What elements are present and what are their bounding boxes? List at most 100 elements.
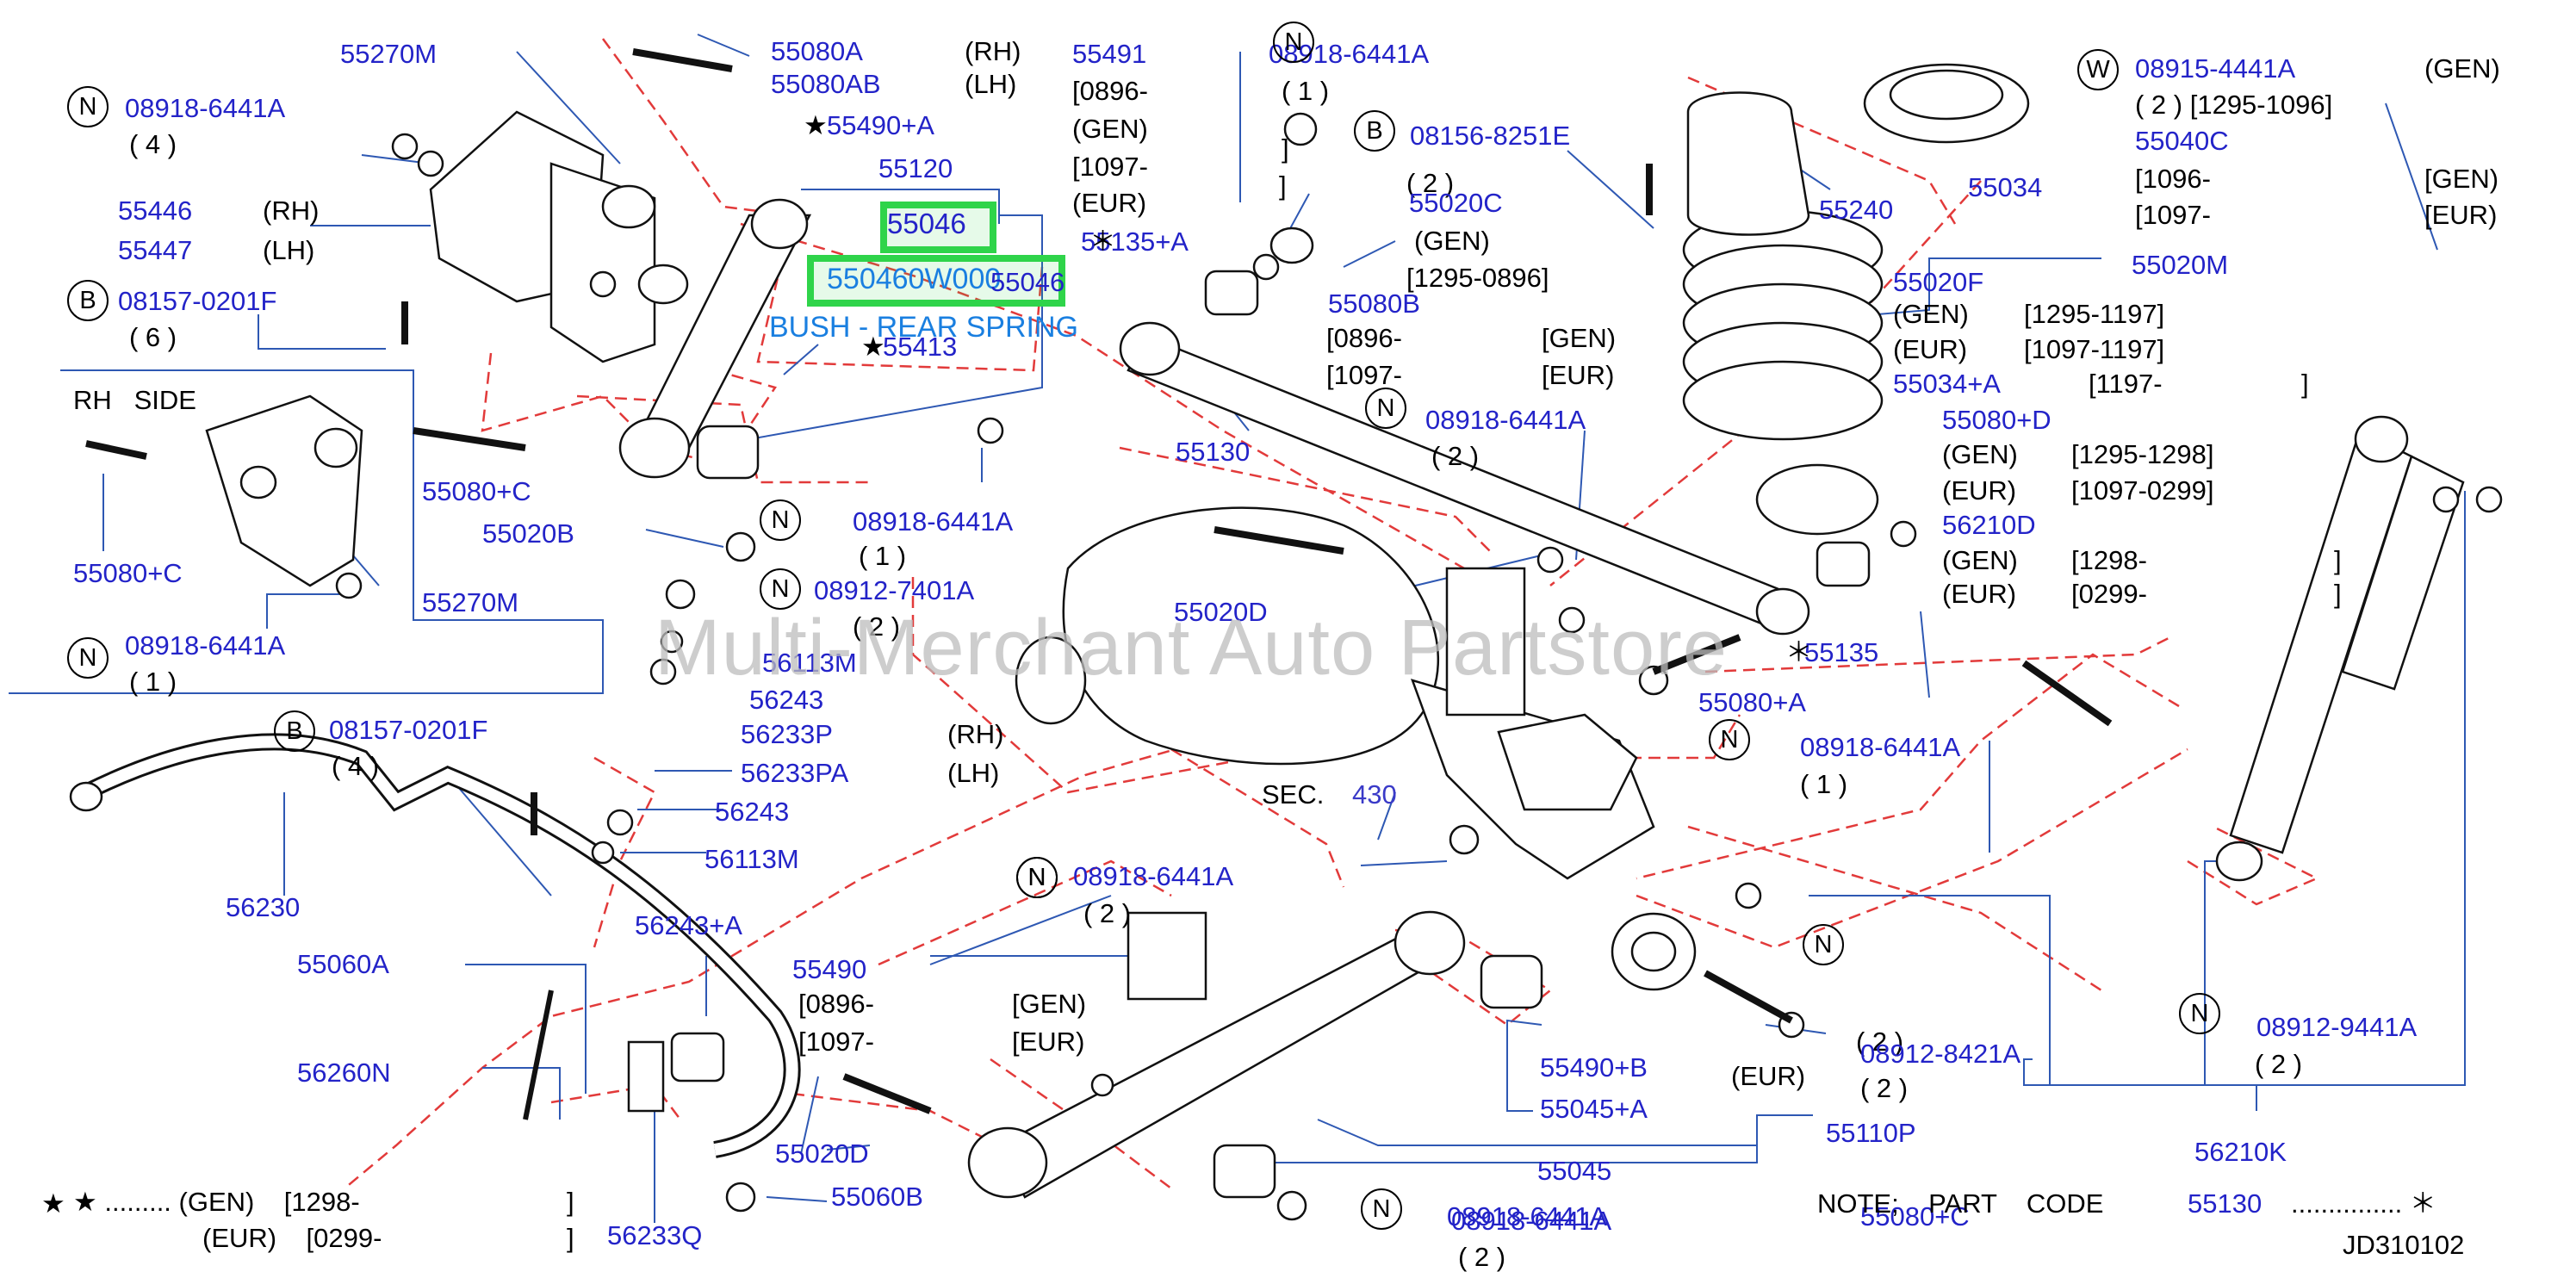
spec-text: ]: [1279, 171, 1287, 201]
spec-text: (GEN): [2424, 53, 2500, 84]
spec-text: ( 2 ): [1860, 1073, 1909, 1103]
part-number-label[interactable]: 55446: [118, 195, 193, 226]
part-number-label[interactable]: 55080+D: [1942, 405, 2051, 435]
popup-part-number[interactable]: 550460W000: [827, 263, 1002, 295]
spec-text: [1295-1197]: [2024, 299, 2165, 329]
part-number-label[interactable]: 55045+A: [1540, 1094, 1648, 1124]
part-number-label[interactable]: 55080B: [1328, 288, 1420, 319]
spec-text: ( 4 ): [332, 751, 380, 781]
spec-text: (EUR) [0299-: [202, 1223, 382, 1253]
part-number-label[interactable]: 55413: [883, 332, 958, 362]
spec-text: [GEN): [1012, 989, 1087, 1019]
part-number-label[interactable]: 55270M: [340, 39, 438, 69]
part-number-label[interactable]: 55240: [1819, 195, 1894, 225]
spec-text: [EUR): [1012, 1027, 1085, 1057]
part-number-label[interactable]: 56230: [226, 892, 301, 922]
part-number-label[interactable]: 08157-0201F: [329, 715, 488, 745]
part-number-label[interactable]: 08918-6441A: [125, 630, 286, 661]
part-number-label[interactable]: 55135: [1804, 637, 1879, 667]
spec-text: ★: [41, 1188, 65, 1219]
part-number-label[interactable]: 56113M: [762, 648, 857, 678]
part-number-label[interactable]: 56243: [749, 685, 824, 715]
popup-part-highlight[interactable]: [807, 255, 1065, 307]
part-number-label[interactable]: 56210K: [2194, 1137, 2287, 1167]
part-number-label[interactable]: 08915-4441A: [2135, 53, 2296, 84]
part-number-label[interactable]: 55130: [1176, 437, 1251, 467]
part-number-label[interactable]: 08156-8251E: [1410, 121, 1571, 151]
selected-part-highlight[interactable]: [880, 202, 996, 253]
part-number-label[interactable]: 55447: [118, 235, 193, 265]
part-number-label[interactable]: 55034: [1968, 172, 2043, 202]
part-number-label[interactable]: 56233Q: [607, 1220, 703, 1250]
part-number-label[interactable]: 08157-0201F: [118, 286, 277, 316]
spec-text: [1097-: [2135, 200, 2211, 230]
part-number-label[interactable]: 56113M: [705, 844, 799, 874]
spec-text: (GEN): [1072, 114, 1148, 144]
part-number-label[interactable]: 08912-9441A: [2256, 1012, 2418, 1042]
spec-letter-circle: N: [1361, 1188, 1402, 1230]
spec-text: [1096-: [2135, 164, 2211, 194]
spec-text: [0896-: [1326, 323, 1402, 353]
part-number-label[interactable]: 08918-6441A: [1800, 732, 1961, 762]
part-number-label[interactable]: 08918-6441A: [1073, 861, 1234, 891]
part-number-label[interactable]: 55045: [1537, 1156, 1612, 1186]
part-number-label[interactable]: 55060B: [831, 1182, 923, 1212]
part-number-label[interactable]: 55020F: [1893, 267, 1984, 297]
part-number-label[interactable]: 56243: [715, 797, 790, 827]
part-number-label[interactable]: 08918-6441A: [1451, 1206, 1612, 1236]
part-number-label[interactable]: 55120: [878, 153, 953, 183]
spec-text: [1097-: [1072, 152, 1148, 182]
spec-text: ( 6 ): [129, 322, 177, 352]
part-number-label[interactable]: 55020M: [2132, 250, 2229, 280]
component-drawings: [69, 48, 2503, 1221]
selected-part-label[interactable]: 55046: [887, 208, 966, 239]
part-number-label[interactable]: 55080+A: [1698, 687, 1806, 717]
part-number-label[interactable]: 55080+C: [422, 476, 531, 506]
spec-letter-circle: N: [760, 568, 801, 610]
part-number-label[interactable]: 08912-7401A: [814, 575, 975, 605]
spec-text: ]: [567, 1187, 574, 1217]
part-number-label[interactable]: 56243+A: [635, 910, 742, 940]
part-number-label[interactable]: 56210D: [1942, 510, 2036, 540]
spec-text: (GEN): [1942, 545, 2018, 575]
part-number-label[interactable]: 55080+C: [73, 558, 183, 588]
spec-text: ★ ......... (GEN) [1298-: [73, 1187, 360, 1217]
part-number-label[interactable]: 55080AB: [771, 69, 881, 99]
part-number-label[interactable]: 55040C: [2135, 126, 2229, 156]
part-number-label[interactable]: 55490: [792, 954, 867, 984]
part-number-label[interactable]: 08918-6441A: [1425, 405, 1586, 435]
spec-text: ]: [2334, 579, 2342, 609]
spec-text: [0896-: [798, 989, 874, 1019]
part-number-label[interactable]: 55130: [2188, 1188, 2263, 1219]
part-number-label[interactable]: 08918-6441A: [853, 506, 1014, 537]
part-number-label[interactable]: 08918-6441A: [1447, 1201, 1608, 1231]
spec-text: (GEN): [1893, 299, 1969, 329]
spec-text: [1197-: [2089, 369, 2163, 399]
part-number-label[interactable]: 56260N: [297, 1058, 391, 1088]
spec-text: (EUR): [1731, 1061, 1806, 1091]
part-number-label[interactable]: 55080+C: [1860, 1201, 1970, 1231]
part-number-label[interactable]: 56233PA: [741, 758, 849, 788]
popup-description[interactable]: BUSH - REAR SPRING: [769, 311, 1078, 344]
spec-letter-circle: W: [2077, 49, 2119, 90]
part-number-label[interactable]: 55080A: [771, 36, 863, 66]
part-number-label[interactable]: 55491: [1072, 39, 1147, 69]
part-number-label[interactable]: 55020B: [482, 518, 574, 549]
part-number-label[interactable]: 55020C: [1409, 188, 1503, 218]
spec-text: [1295-1298]: [2071, 439, 2214, 469]
part-number-label[interactable]: 55034+A: [1893, 369, 2001, 399]
part-number-label[interactable]: 55020D: [1174, 597, 1268, 627]
part-number-label[interactable]: 55110P: [1826, 1118, 1916, 1148]
section-number[interactable]: 430: [1352, 779, 1397, 810]
spec-text: [1097-1197]: [2024, 334, 2165, 364]
part-number-label[interactable]: 55490+A: [827, 110, 934, 140]
part-number-label[interactable]: 08912-8421A: [1860, 1039, 2021, 1069]
part-number-label[interactable]: 55135+A: [1081, 226, 1189, 257]
part-number-label[interactable]: 56233P: [741, 719, 833, 749]
part-number-label[interactable]: 55020D: [775, 1138, 869, 1169]
part-number-label[interactable]: 55270M: [422, 587, 519, 617]
part-number-label[interactable]: 55490+B: [1540, 1052, 1648, 1083]
part-number-label[interactable]: 55060A: [297, 949, 389, 979]
spec-text: [GEN): [1542, 323, 1617, 353]
part-number-label[interactable]: 08918-6441A: [125, 93, 286, 123]
